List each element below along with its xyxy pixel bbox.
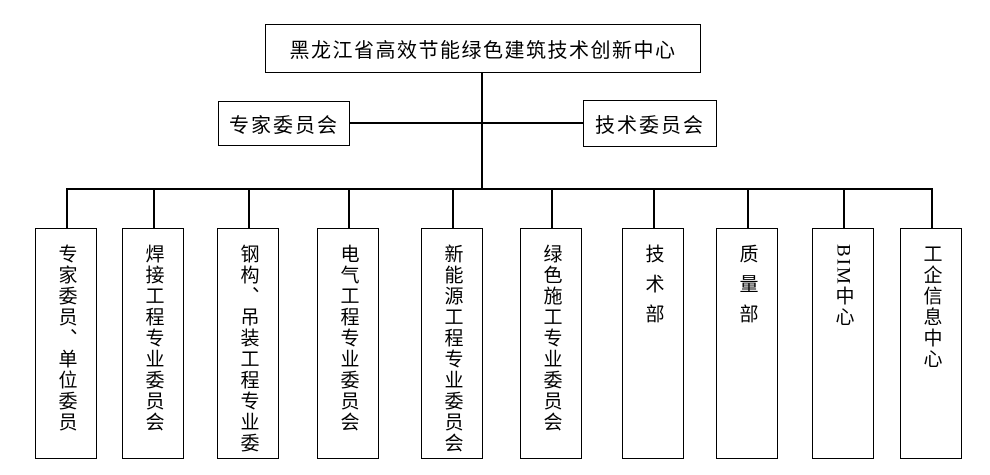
department-label: 技术部 xyxy=(642,244,664,334)
technical-committee-label: 技术委员会 xyxy=(595,115,705,137)
connector-drop xyxy=(153,188,155,228)
connector-drop xyxy=(653,188,655,228)
connector-drop xyxy=(248,188,250,228)
connector-main-horizontal xyxy=(66,188,932,190)
connector-drop xyxy=(66,188,68,228)
expert-committee-label: 专家委员会 xyxy=(229,115,339,137)
connector-root-vertical xyxy=(481,73,483,188)
connector-drop xyxy=(931,188,933,228)
department-box-steel-hoisting: 钢构、吊装工程专业委 xyxy=(217,228,279,459)
department-label: 新能源工程专业委员会 xyxy=(441,244,463,454)
department-label: 电气工程专业委员会 xyxy=(337,244,359,433)
root-box: 黑龙江省高效节能绿色建筑技术创新中心 xyxy=(265,24,701,73)
connector-drop xyxy=(843,188,845,228)
department-box-experts-members: 专家委员、单位委员 xyxy=(35,228,97,459)
department-label: 质量部 xyxy=(736,244,758,334)
department-label: 绿色施工专业委员会 xyxy=(540,244,562,433)
department-box-green-construction: 绿色施工专业委员会 xyxy=(520,228,582,459)
department-label: 钢构、吊装工程专业委 xyxy=(237,244,259,454)
connector-committees-horizontal xyxy=(350,122,583,124)
department-box-bim-center: BIM中心 xyxy=(812,228,874,459)
department-label: 焊接工程专业委员会 xyxy=(142,244,164,433)
connector-drop xyxy=(747,188,749,228)
department-box-info-center: 工企信息中心 xyxy=(900,228,962,459)
department-box-welding: 焊接工程专业委员会 xyxy=(122,228,184,459)
department-box-electrical: 电气工程专业委员会 xyxy=(317,228,379,459)
technical-committee-box: 技术委员会 xyxy=(583,100,717,147)
expert-committee-box: 专家委员会 xyxy=(218,101,350,146)
department-box-new-energy: 新能源工程专业委员会 xyxy=(421,228,483,459)
connector-drop xyxy=(452,188,454,228)
department-label: 工企信息中心 xyxy=(920,244,942,370)
department-box-quality: 质量部 xyxy=(716,228,778,459)
connector-drop xyxy=(551,188,553,228)
department-label: 专家委员、单位委员 xyxy=(55,244,77,433)
root-label: 黑龙江省高效节能绿色建筑技术创新中心 xyxy=(289,40,677,62)
department-label: BIM中心 xyxy=(832,244,854,328)
connector-drop xyxy=(348,188,350,228)
department-box-technology: 技术部 xyxy=(622,228,684,459)
